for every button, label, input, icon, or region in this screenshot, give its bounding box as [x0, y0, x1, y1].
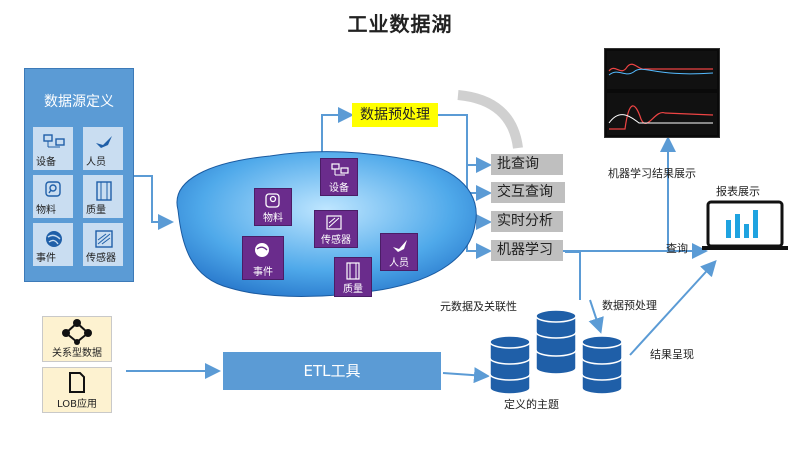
bird-icon	[96, 136, 112, 148]
query-label: 查询	[666, 242, 688, 255]
lake-tile-person[interactable]: 人员	[380, 233, 418, 271]
signal-chart-graphic	[607, 51, 717, 135]
document-icon	[69, 372, 85, 393]
search-icon	[45, 181, 61, 197]
realtime-analysis-box[interactable]: 实时分析	[491, 211, 563, 232]
source-tile-quality[interactable]: 质量	[83, 175, 123, 218]
gray-arc	[457, 90, 523, 149]
sensor-icon	[95, 230, 113, 248]
db-preprocess-arrow	[588, 299, 604, 334]
lake-tile-sensor[interactable]: 传感器	[314, 210, 358, 248]
source-tile-sensor[interactable]: 传感器	[83, 223, 123, 266]
interactive-query-box[interactable]: 交互查询	[491, 182, 565, 203]
result-to-report-arrow	[629, 260, 717, 356]
ml-result-monitor	[604, 48, 720, 138]
laptop-report-icon[interactable]	[700, 200, 790, 252]
source-tile-label: 事件	[36, 253, 56, 264]
data-source-title: 数据源定义	[44, 94, 114, 110]
lake-tile-label: 物料	[263, 213, 283, 224]
lake-tile-device[interactable]: 设备	[320, 158, 358, 196]
diagram-title: 工业数据湖	[347, 12, 453, 36]
source-tile-label: 人员	[86, 157, 106, 168]
source-tile-material[interactable]: 物料	[33, 175, 73, 218]
result-present-label: 结果呈现	[650, 348, 694, 361]
bird-icon	[393, 240, 407, 252]
source-tile-event[interactable]: 事件	[33, 223, 73, 266]
lake-tile-label: 事件	[253, 267, 273, 278]
preprocess-box[interactable]: 数据预处理	[352, 103, 438, 127]
etl-to-db-arrow	[442, 367, 490, 384]
film-icon	[346, 262, 360, 280]
report-label: 报表展示	[716, 185, 760, 198]
globe-icon	[255, 243, 269, 257]
machine-learning-box[interactable]: 机器学习	[491, 240, 563, 261]
lake-tile-quality[interactable]: 质量	[334, 257, 372, 297]
device-icon	[331, 163, 349, 176]
database-cylinders	[489, 309, 623, 395]
source-tile-label: 设备	[36, 157, 56, 168]
topics-label: 定义的主题	[504, 398, 559, 411]
lob-app-tile[interactable]: LOB应用	[42, 367, 112, 413]
ml-result-label: 机器学习结果展示	[608, 167, 696, 180]
ml-to-monitor-arrow	[563, 136, 676, 252]
data-source-panel: 数据源定义 设备 人员 物料 质量 事件 传感器	[24, 68, 134, 282]
metadata-label: 元数据及关联性	[440, 300, 517, 313]
lake-to-preprocess-arrow	[321, 107, 354, 158]
relational-data-label: 关系型数据	[52, 348, 102, 359]
sensor-icon	[326, 215, 342, 230]
source-tile-label: 质量	[86, 205, 106, 216]
source-tile-device[interactable]: 设备	[33, 127, 73, 170]
lake-tile-event[interactable]: 事件	[242, 236, 284, 280]
globe-icon	[46, 231, 62, 247]
film-icon	[96, 181, 112, 201]
source-tile-label: 传感器	[86, 253, 116, 264]
search-icon	[265, 193, 280, 208]
etl-tool-box[interactable]: ETL工具	[223, 352, 441, 390]
network-icon	[62, 319, 92, 345]
preprocess-2-label: 数据预处理	[602, 299, 657, 312]
device-icon	[43, 134, 65, 148]
source-tile-label: 物料	[36, 205, 56, 216]
source-to-lake-arrow	[132, 175, 174, 230]
lake-tile-label: 传感器	[321, 235, 351, 246]
lake-tile-material[interactable]: 物料	[254, 188, 292, 226]
lob-app-label: LOB应用	[57, 399, 97, 410]
lake-tile-label: 人员	[389, 258, 409, 269]
source-tile-person[interactable]: 人员	[83, 127, 123, 170]
lake-tile-label: 设备	[329, 183, 349, 194]
lake-tile-label: 质量	[343, 284, 363, 295]
batch-query-box[interactable]: 批查询	[491, 154, 563, 175]
relational-data-tile[interactable]: 关系型数据	[42, 316, 112, 362]
